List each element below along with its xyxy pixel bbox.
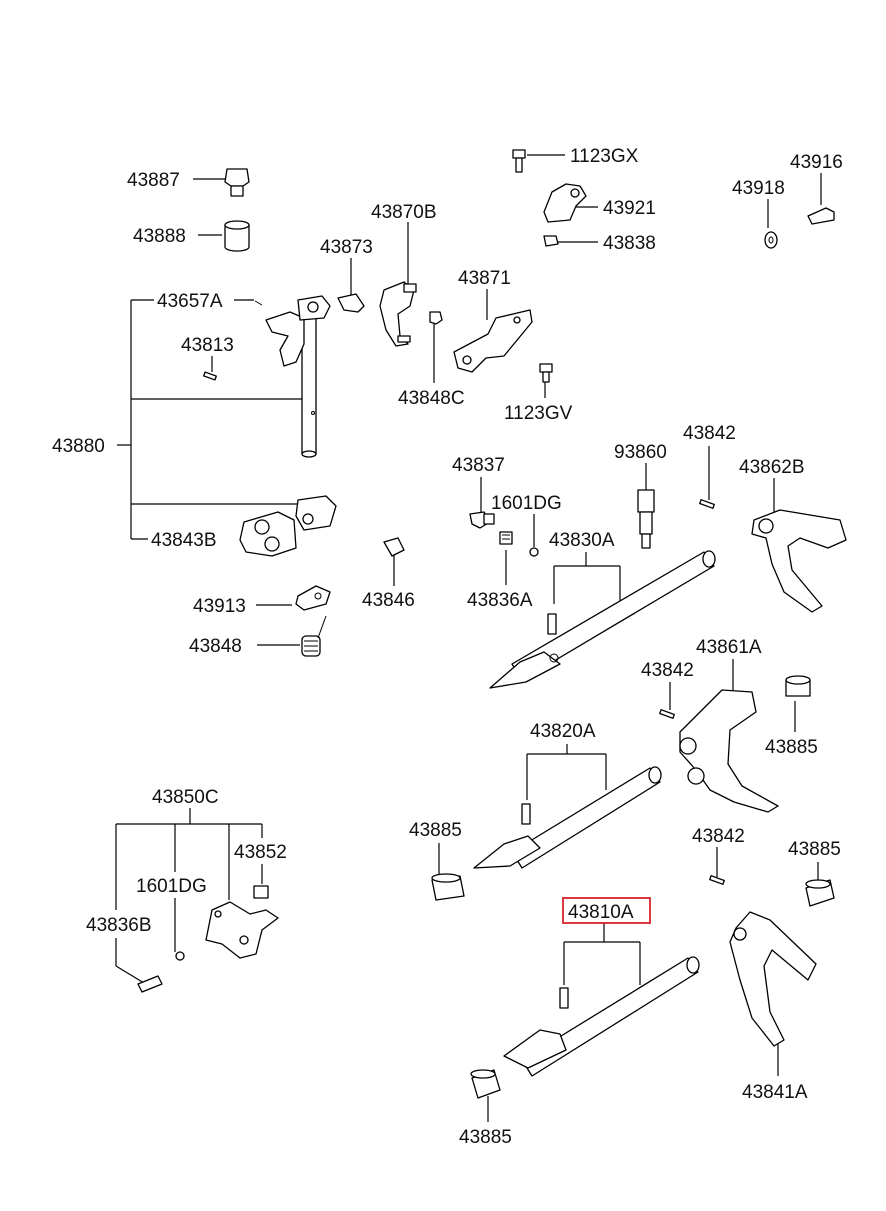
label-43848C[interactable]: 43848C	[398, 388, 465, 409]
part-43848-spring	[301, 615, 327, 657]
label-43913[interactable]: 43913	[193, 596, 246, 617]
part-43842-pin-b	[659, 709, 675, 719]
part-43873-clip	[337, 293, 365, 313]
part-43657A-pin	[254, 300, 263, 306]
label-43885-c[interactable]: 43885	[788, 839, 841, 860]
label-43887[interactable]: 43887	[127, 170, 180, 191]
label-43880[interactable]: 43880	[52, 436, 105, 457]
label-93860[interactable]: 93860	[614, 442, 667, 463]
label-43918[interactable]: 43918	[732, 178, 785, 199]
part-1123GV-bolt	[539, 363, 553, 383]
leader-lines	[115, 154, 822, 1122]
label-43843B[interactable]: 43843B	[151, 530, 217, 551]
part-43846-plug	[383, 537, 405, 557]
label-43888[interactable]: 43888	[133, 226, 186, 247]
part-43843B-bracket	[239, 495, 337, 557]
label-43848[interactable]: 43848	[189, 636, 242, 657]
label-43838[interactable]: 43838	[603, 233, 656, 254]
part-1601DG-ball-b	[175, 951, 185, 961]
label-43836B[interactable]: 43836B	[86, 915, 152, 936]
part-43848C-nut	[429, 311, 443, 325]
part-1123GX-bolt	[512, 149, 526, 173]
part-43885-bushing-d	[470, 1069, 501, 1099]
label-1601DG-b[interactable]: 1601DG	[136, 876, 207, 897]
part-43885-bushing-c	[805, 879, 835, 907]
part-43888-bushing	[224, 220, 250, 252]
label-1123GV[interactable]: 1123GV	[504, 403, 573, 424]
label-43921[interactable]: 43921	[603, 198, 656, 219]
part-43842-pin-c	[709, 875, 725, 885]
label-43885-d[interactable]: 43885	[459, 1127, 512, 1148]
label-43836A[interactable]: 43836A	[467, 590, 533, 611]
part-43921-bracket	[543, 183, 587, 223]
label-43916[interactable]: 43916	[790, 152, 843, 173]
part-43836A-spring	[499, 531, 513, 545]
label-43842-c[interactable]: 43842	[692, 826, 745, 847]
part-43870B-bracket	[379, 281, 417, 347]
part-43820A-shift-rail	[473, 766, 662, 869]
label-43885-b[interactable]: 43885	[409, 820, 462, 841]
label-43820A[interactable]: 43820A	[530, 721, 596, 742]
part-43861A-fork	[679, 689, 779, 813]
part-43838-nut	[543, 235, 559, 247]
label-43657A[interactable]: 43657A	[157, 291, 223, 312]
label-43870B[interactable]: 43870B	[371, 202, 437, 223]
label-43830A[interactable]: 43830A	[549, 530, 615, 551]
label-43813[interactable]: 43813	[181, 335, 234, 356]
part-43918-washer	[764, 231, 778, 249]
part-43810A-shift-rail	[503, 956, 700, 1077]
part-43913-plate	[295, 585, 331, 611]
label-43871[interactable]: 43871	[458, 268, 511, 289]
highlight-box-43810A	[562, 897, 651, 924]
label-43810A[interactable]: 43810A	[568, 902, 634, 923]
part-43885-bushing-a	[785, 675, 811, 697]
label-43846[interactable]: 43846	[362, 590, 415, 611]
part-1601DG-ball-a	[529, 547, 539, 557]
label-1123GX[interactable]: 1123GX	[570, 146, 639, 167]
part-43885-bushing-b	[431, 873, 465, 901]
label-43837[interactable]: 43837	[452, 455, 505, 476]
part-43850C-lever	[205, 901, 279, 959]
label-43850C[interactable]: 43850C	[152, 787, 219, 808]
label-43842-a[interactable]: 43842	[683, 423, 736, 444]
label-43873[interactable]: 43873	[320, 237, 373, 258]
part-43916-bolt	[807, 207, 835, 225]
part-43871-plate	[453, 309, 533, 373]
part-43852-nut	[253, 885, 269, 899]
label-43841A[interactable]: 43841A	[742, 1082, 808, 1103]
part-43862B-fork	[751, 509, 847, 613]
part-93860-switch	[637, 489, 655, 549]
label-43885-a[interactable]: 43885	[765, 737, 818, 758]
part-43887-bolt	[224, 168, 250, 197]
part-labels: 43887 43888 43870B 43873 43657A 43813 43…	[52, 146, 843, 1148]
part-43841A-fork	[729, 911, 817, 1047]
part-43842-pin-a	[699, 499, 715, 509]
label-43861A[interactable]: 43861A	[696, 637, 762, 658]
part-43813-pin	[203, 371, 217, 381]
part-43837-plug	[469, 511, 495, 529]
label-43852[interactable]: 43852	[234, 842, 287, 863]
part-43836B-screw	[137, 975, 163, 993]
label-43842-b[interactable]: 43842	[641, 660, 694, 681]
part-43830A-shift-rail	[489, 550, 716, 689]
part-43880-control-shaft	[265, 295, 331, 458]
label-1601DG-a[interactable]: 1601DG	[491, 493, 562, 514]
label-43862B[interactable]: 43862B	[739, 457, 805, 478]
